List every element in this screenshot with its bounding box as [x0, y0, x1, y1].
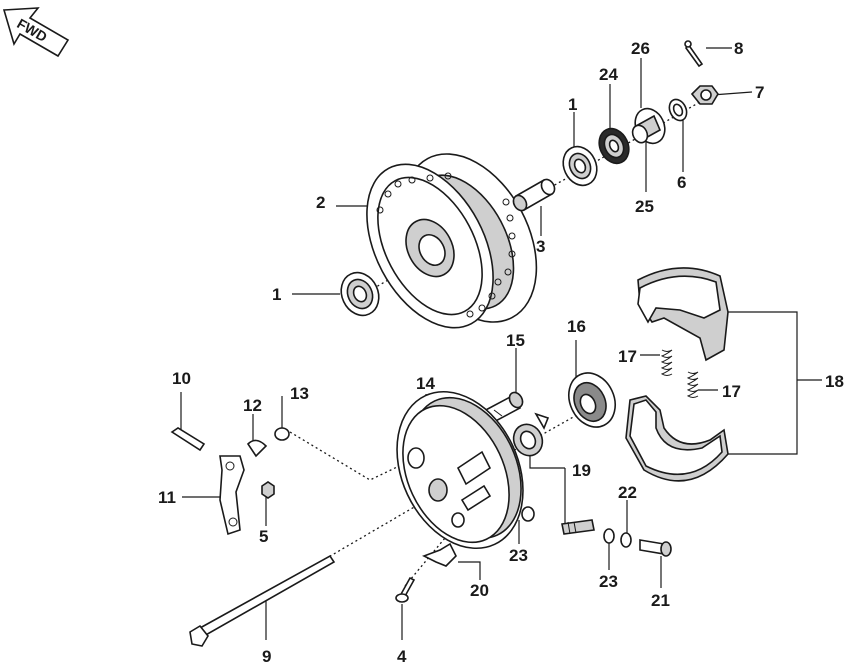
- callout-17-upper: 17: [618, 347, 637, 366]
- callout-18: 18: [825, 372, 844, 391]
- speedo-gear: [512, 412, 550, 457]
- callout-23-left: 23: [509, 546, 528, 565]
- callout-14: 14: [416, 374, 435, 393]
- axle: [189, 554, 336, 647]
- callout-10: 10: [172, 369, 191, 388]
- nut-5: [261, 481, 275, 499]
- callout-6: 6: [677, 173, 686, 192]
- callout-1-bottom: 1: [272, 285, 281, 304]
- brake-shoe-lower: [625, 395, 729, 482]
- bushing-21: [639, 539, 672, 557]
- wheel-hub: [366, 153, 538, 329]
- callout-4: 4: [397, 647, 407, 665]
- washer-22: [620, 532, 632, 548]
- bearing-upper: [562, 145, 598, 187]
- callout-8: 8: [734, 39, 743, 58]
- callout-23-right: 23: [599, 572, 618, 591]
- cotter-pin: [684, 40, 704, 68]
- callout-21: 21: [651, 591, 670, 610]
- bolt-10: [170, 427, 206, 452]
- brake-shoe-upper: [637, 267, 729, 362]
- washer-23-left: [521, 506, 535, 522]
- axle-spacer: [512, 178, 556, 212]
- callout-20: 20: [470, 581, 489, 600]
- callout-2: 2: [316, 193, 325, 212]
- castle-nut: [690, 85, 719, 105]
- callout-labels: 8 7 26 24 1 6 25 2 3 1 16 15 17 17 18 10…: [158, 39, 844, 665]
- callout-26: 26: [631, 39, 650, 58]
- callout-1-top: 1: [568, 95, 577, 114]
- callout-11: 11: [158, 488, 176, 507]
- callout-19: 19: [572, 461, 591, 480]
- washer-13: [274, 427, 290, 441]
- callout-5: 5: [259, 527, 268, 546]
- fwd-arrow-icon: FWD: [2, 7, 70, 58]
- leader-lines: [180, 47, 822, 640]
- pinion-shaft: [561, 519, 595, 535]
- spring-upper: [660, 349, 673, 376]
- collar: [631, 107, 666, 145]
- callout-9: 9: [262, 647, 271, 665]
- callout-17-lower: 17: [722, 382, 741, 401]
- callout-25: 25: [635, 197, 654, 216]
- callout-15: 15: [506, 331, 525, 350]
- washer-12: [246, 439, 268, 458]
- washer-23-right: [603, 528, 615, 544]
- screw-4: [395, 576, 416, 603]
- brake-panel: [396, 390, 524, 550]
- clip-20: [422, 542, 457, 567]
- callout-22: 22: [618, 483, 637, 502]
- callout-24: 24: [599, 65, 618, 84]
- callout-3: 3: [536, 237, 545, 256]
- brake-bearing: [568, 372, 616, 428]
- oil-seal: [598, 127, 630, 165]
- callout-7: 7: [755, 83, 764, 102]
- bearing-lower: [340, 271, 380, 317]
- washer-6: [668, 98, 688, 122]
- brake-arm: [219, 455, 245, 536]
- callout-13: 13: [290, 384, 309, 403]
- callout-16: 16: [567, 317, 586, 336]
- callout-12: 12: [243, 396, 262, 415]
- spring-lower: [686, 371, 699, 398]
